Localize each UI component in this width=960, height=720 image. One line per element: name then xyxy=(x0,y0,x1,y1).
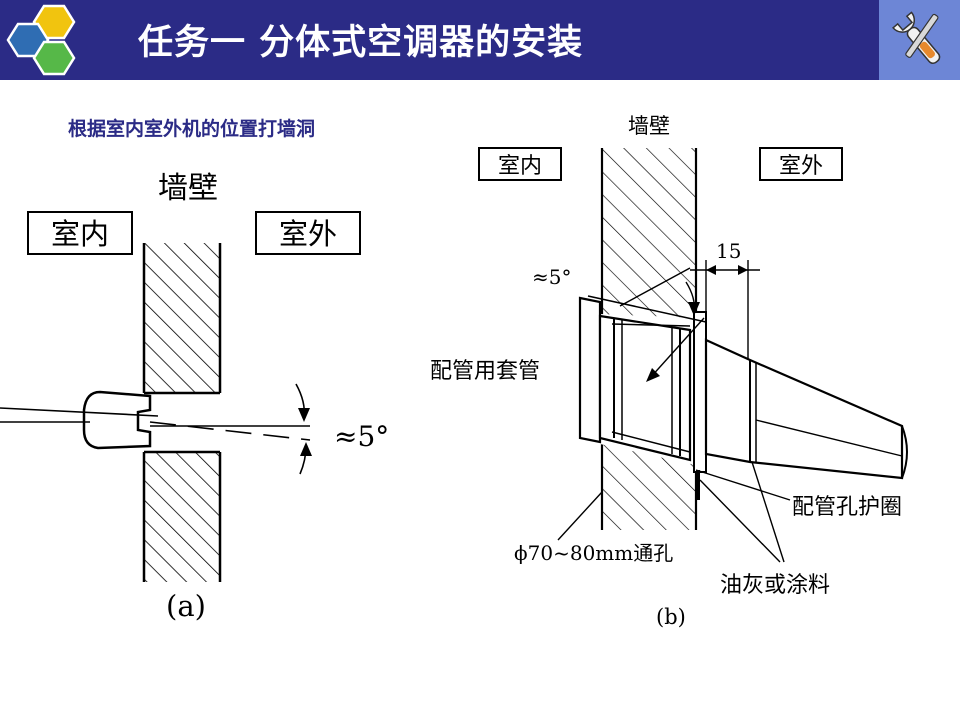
pipe-hole-ring-b xyxy=(693,311,707,473)
putty-label-b: 油灰或涂料 xyxy=(720,573,830,598)
dimension-label-b: 15 xyxy=(716,239,741,263)
sleeve-label-b: 配管用套管 xyxy=(430,359,540,384)
hole-label-b: ϕ70~80mm通孔 xyxy=(514,541,673,565)
ring-label-b: 配管孔护圈 xyxy=(792,495,902,520)
hexagon-logo-icon xyxy=(6,4,76,76)
indoor-label-a: 室内 xyxy=(51,217,109,251)
wrench-icon xyxy=(892,11,941,65)
angle-label-a: ≈5° xyxy=(334,420,389,453)
page-title: 任务一 分体式空调器的安装 xyxy=(138,23,584,63)
wall-upper-a xyxy=(144,243,220,393)
wall-label-a: 墙壁 xyxy=(158,171,218,206)
indoor-label-b: 室内 xyxy=(498,154,542,179)
refrigerant-pipe-b xyxy=(704,338,904,480)
tool-badge xyxy=(879,0,960,80)
wall-label-b: 墙壁 xyxy=(628,114,670,138)
caption-a: (a) xyxy=(166,589,206,623)
header-bar: 任务一 分体式空调器的安装 xyxy=(0,0,960,80)
wall-lower-a xyxy=(144,452,220,582)
pipe-sleeve-a xyxy=(82,390,152,450)
angle-label-b: ≈5° xyxy=(532,265,571,289)
outdoor-label-a: 室外 xyxy=(279,217,337,251)
subtitle: 根据室内室外机的位置打墙洞 xyxy=(68,118,316,140)
outdoor-label-b: 室外 xyxy=(779,154,823,179)
caption-b: (b) xyxy=(656,605,686,629)
sleeve-collar-b xyxy=(578,296,602,444)
